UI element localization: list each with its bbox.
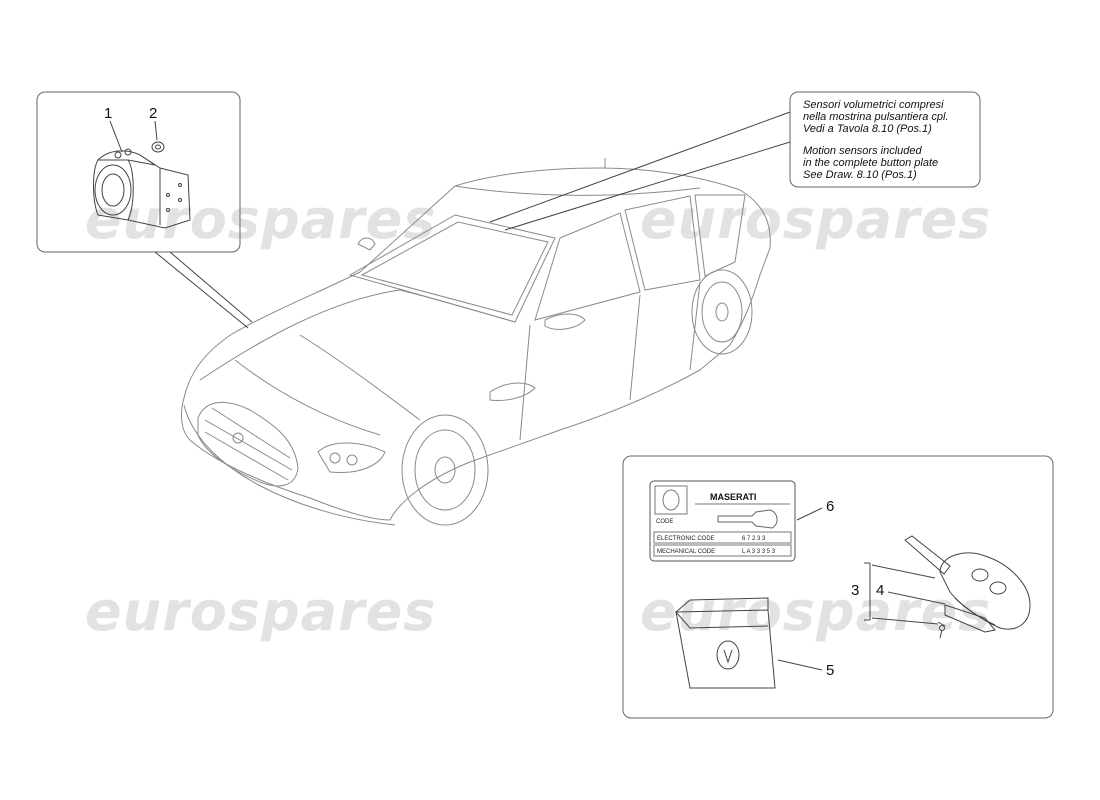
note-box xyxy=(789,91,981,188)
card-brand: MASERATI xyxy=(710,492,756,502)
card-code-label: CODE xyxy=(656,519,673,525)
note-it-line-1: Sensori volumetrici compresi xyxy=(803,99,944,111)
siren-inset-box xyxy=(36,91,241,253)
note-en-line-3: See Draw. 8.10 (Pos.1) xyxy=(803,169,917,181)
leader-5 xyxy=(777,659,823,671)
card-electronic-value: 6 7 2 3 3 xyxy=(742,536,766,542)
callout-6: 6 xyxy=(826,498,834,515)
leader-2 xyxy=(154,120,158,141)
leader-3a xyxy=(871,564,936,579)
inset-leader-a xyxy=(154,251,249,329)
callout-5: 5 xyxy=(826,662,834,679)
watermark-bottom-left: eurospares xyxy=(85,580,436,643)
callout-2: 2 xyxy=(149,105,157,122)
leader-1 xyxy=(109,120,123,153)
nut-icon xyxy=(151,141,165,153)
alarm-siren-icon xyxy=(93,148,191,229)
code-card-icon: MASERATI CODE ELECTRONIC CODE 6 7 2 3 3 … xyxy=(649,480,796,562)
callout-4: 4 xyxy=(876,582,884,599)
leader-4a xyxy=(887,591,946,605)
watermark-top-left: eurospares xyxy=(85,188,436,251)
leader-6 xyxy=(796,507,823,521)
inset-leader-b xyxy=(169,251,253,323)
watermarks: eurospares eurospares eurospares eurospa… xyxy=(85,188,990,643)
note-it-line-2: nella mostrina pulsantiera cpl. xyxy=(803,111,949,123)
note-en-line-1: Motion sensors included xyxy=(803,145,923,157)
document-wallet-icon xyxy=(675,597,776,689)
card-electronic-label: ELECTRONIC CODE xyxy=(657,536,715,542)
card-mechanical-label: MECHANICAL CODE xyxy=(657,549,715,555)
callout-1: 1 xyxy=(104,105,112,122)
leader-3b xyxy=(871,617,939,625)
note-it-line-3: Vedi a Tavola 8.10 (Pos.1) xyxy=(803,123,932,135)
key-kit-inset-box xyxy=(622,455,1054,719)
note-leader-b xyxy=(504,141,791,231)
note-leader-a xyxy=(489,111,791,223)
card-mechanical-value: L A 3 3 3 5 3 xyxy=(742,549,776,555)
note-en-line-2: in the complete button plate xyxy=(803,157,938,169)
remote-key-icon xyxy=(904,535,1031,639)
callout-3: 3 xyxy=(851,582,859,599)
